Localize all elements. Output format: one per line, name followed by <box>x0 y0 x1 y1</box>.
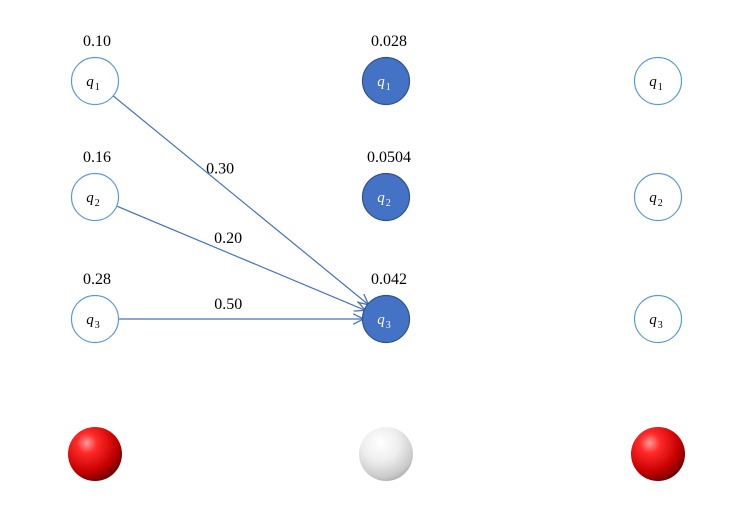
state-node: q3 <box>70 294 120 344</box>
state-circle <box>633 172 683 222</box>
state-symbol: q <box>377 74 385 90</box>
state-symbol: q <box>86 312 94 328</box>
state-subscript: 1 <box>95 82 100 93</box>
state-node: q1 <box>361 56 411 106</box>
state-circle <box>633 294 683 344</box>
edge-weight-label: 0.30 <box>206 160 234 177</box>
state-probability: 0.042 <box>371 271 407 288</box>
state-node: q3 <box>633 294 683 344</box>
state-label: q1 <box>377 74 391 93</box>
state-circle <box>70 294 120 344</box>
edge-weight-label: 0.20 <box>214 230 242 247</box>
transition-edge <box>116 205 365 310</box>
state-circle <box>70 56 120 106</box>
state-probability: 0.0504 <box>367 149 411 166</box>
state-node: q2 <box>633 172 683 222</box>
state-subscript: 3 <box>658 320 663 331</box>
state-circle <box>70 172 120 222</box>
state-label: q3 <box>86 312 100 331</box>
state-subscript: 1 <box>386 82 391 93</box>
state-symbol: q <box>86 190 94 206</box>
state-label: q2 <box>649 190 663 209</box>
red-ball-observation <box>68 427 122 481</box>
state-symbol: q <box>649 74 657 90</box>
state-probability: 0.28 <box>83 271 111 288</box>
gray-ball-observation <box>359 427 413 481</box>
red-ball-observation <box>631 427 685 481</box>
state-label: q1 <box>649 74 663 93</box>
balls-layer <box>68 427 685 481</box>
state-label: q3 <box>649 312 663 331</box>
state-symbol: q <box>377 312 385 328</box>
state-symbol: q <box>649 190 657 206</box>
state-circle <box>633 56 683 106</box>
nodes-layer: q10.10q20.16q30.28q10.028q20.0504q30.042… <box>70 33 683 344</box>
state-circle <box>361 56 411 106</box>
edges-layer: 0.30 0.20 0.50 <box>112 95 368 319</box>
state-symbol: q <box>649 312 657 328</box>
state-node: q1 <box>633 56 683 106</box>
state-subscript: 2 <box>658 198 663 209</box>
state-node: q2 <box>361 172 411 222</box>
state-probability: 0.16 <box>83 149 111 166</box>
edge-weight-label: 0.50 <box>214 296 242 313</box>
state-probability: 0.10 <box>83 33 111 50</box>
state-subscript: 3 <box>386 320 391 331</box>
state-node: q1 <box>70 56 120 106</box>
state-subscript: 2 <box>95 198 100 209</box>
state-subscript: 3 <box>95 320 100 331</box>
state-symbol: q <box>86 74 94 90</box>
state-probability: 0.028 <box>371 33 407 50</box>
state-label: q3 <box>377 312 391 331</box>
transition-edge <box>112 95 368 304</box>
state-label: q1 <box>86 74 100 93</box>
state-node: q2 <box>70 172 120 222</box>
state-circle <box>361 172 411 222</box>
state-label: q2 <box>377 190 391 209</box>
state-subscript: 1 <box>658 82 663 93</box>
state-label: q2 <box>86 190 100 209</box>
state-circle <box>361 294 411 344</box>
state-symbol: q <box>377 190 385 206</box>
state-subscript: 2 <box>386 198 391 209</box>
state-node: q3 <box>361 294 411 344</box>
